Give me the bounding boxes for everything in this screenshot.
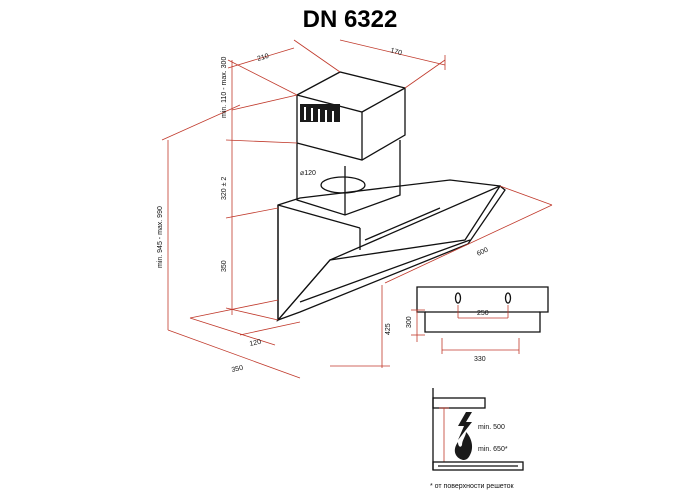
lightning-icon xyxy=(458,412,472,440)
dim-bottom-height: 425 xyxy=(385,323,392,335)
product-title: DN 6322 xyxy=(302,6,398,33)
dim-bottom-depth-small: 120 xyxy=(249,339,262,348)
electric-clearance: min. 500 xyxy=(478,424,505,431)
dim-body-height: 350 xyxy=(221,260,228,272)
vent-grille xyxy=(300,104,340,124)
hood-outline xyxy=(275,71,506,322)
dimension-lines xyxy=(161,39,553,379)
mount-hole-spacing: 250 xyxy=(477,310,489,317)
flame-icon xyxy=(454,432,473,460)
mount-height: 300 xyxy=(406,316,413,328)
dim-duct-diameter: ⌀120 xyxy=(300,170,316,177)
dim-chimney-adjust: min. 110 - max. 300 xyxy=(221,57,228,118)
footnote: * от поверхности решеток xyxy=(430,483,514,490)
gas-clearance: min. 650* xyxy=(478,446,508,453)
install-detail xyxy=(432,388,524,471)
dim-chimney-height: 320 ± 2 xyxy=(221,177,228,200)
dim-top-width: 210 xyxy=(257,53,270,63)
mount-width: 330 xyxy=(474,356,486,363)
dim-top-depth: 170 xyxy=(389,47,402,57)
dim-bottom-depth: 350 xyxy=(231,365,244,374)
dim-glass-length: 600 xyxy=(476,246,490,257)
mount-detail xyxy=(411,286,549,354)
dim-total-height: min. 945 - max. 990 xyxy=(157,206,164,268)
